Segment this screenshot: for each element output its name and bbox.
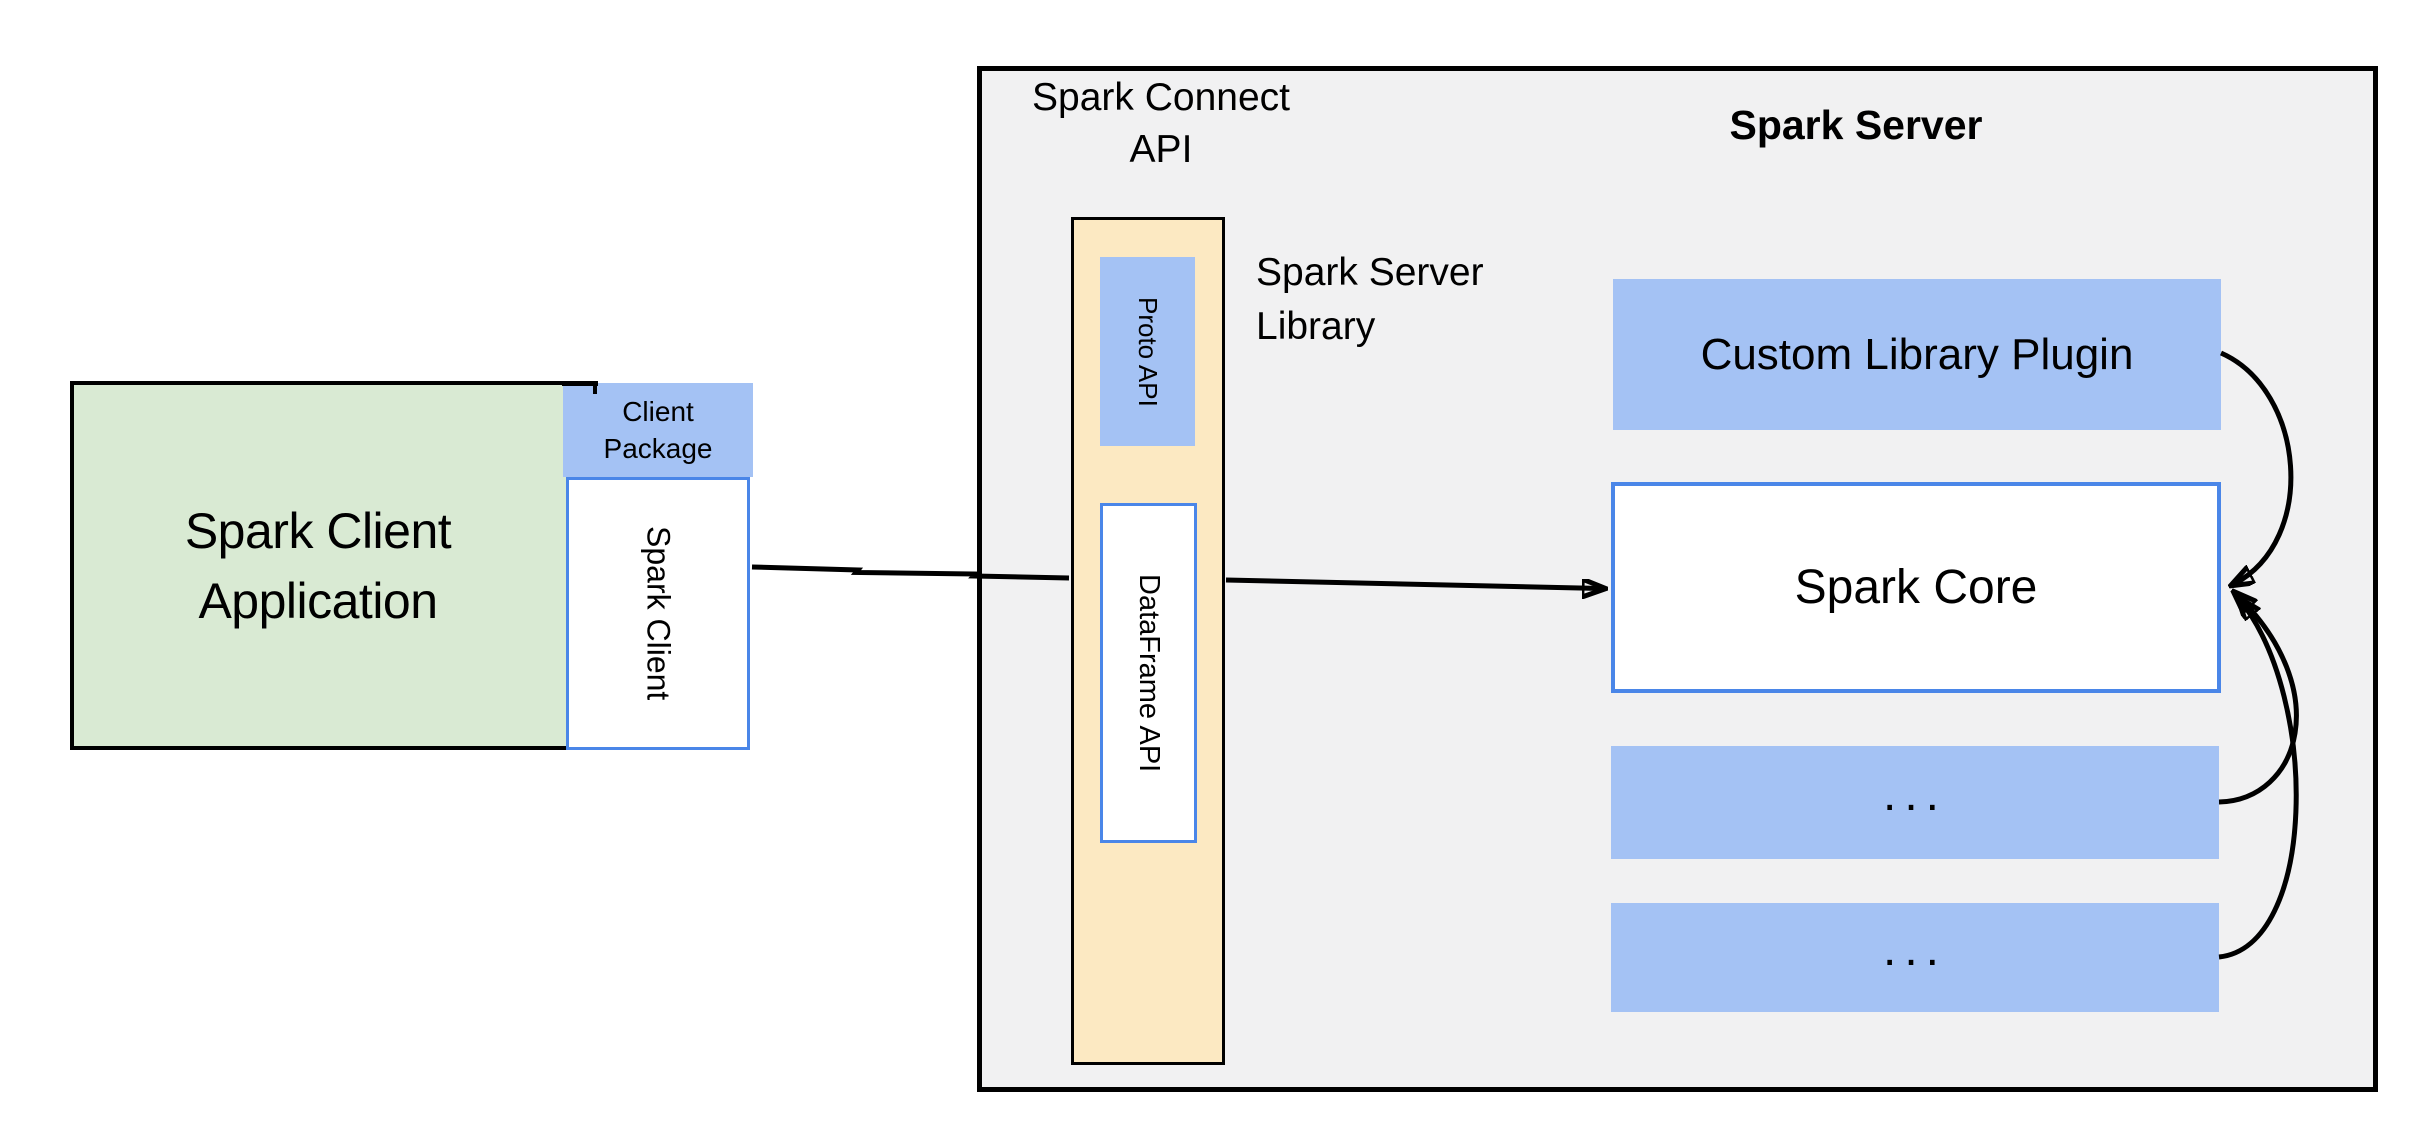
spark-connect-api-label: Spark Connect API	[1001, 72, 1321, 176]
green-box-top-border-overhang	[562, 381, 598, 386]
custom-library-plugin-label: Custom Library Plugin	[1700, 329, 2134, 379]
plugin-placeholder-1-label: ...	[1882, 767, 1947, 821]
spark-server-library-label-line1: Spark Server	[1256, 251, 1484, 294]
proto-api-box: Proto API	[1100, 257, 1195, 446]
client-package-box: Client Package	[563, 383, 753, 477]
spark-client-application-label-line2: Application	[198, 572, 438, 629]
spark-connect-api-label-line1: Spark Connect	[1032, 76, 1290, 119]
spark-core-label: Spark Core	[1794, 561, 2038, 614]
client-package-label-line2: Package	[603, 433, 713, 464]
client-package-label-line1: Client	[622, 396, 694, 427]
spark-client-application-label-line1: Spark Client	[184, 502, 452, 559]
plugin-placeholder-box-1: ...	[1611, 746, 2219, 859]
spark-server-title: Spark Server	[1729, 102, 1983, 148]
dataframe-api-box: DataFrame API	[1100, 503, 1197, 843]
plugin-placeholder-box-2: ...	[1611, 903, 2219, 1012]
plugin-placeholder-2-label: ...	[1882, 922, 1947, 976]
spark-connect-api-label-line2: API	[1129, 128, 1193, 171]
proto-api-label: Proto API	[1133, 296, 1163, 407]
spark-server-library-label: Spark Server Library	[1256, 246, 1616, 354]
green-box-border-tick	[593, 381, 597, 394]
spark-client-application-box	[70, 381, 566, 750]
spark-client-label: Spark Client	[640, 526, 677, 701]
spark-server-library-label-line2: Library	[1256, 305, 1376, 348]
spark-core-box: Spark Core	[1611, 482, 2221, 693]
dataframe-api-label: DataFrame API	[1133, 573, 1165, 773]
spark-client-box: Spark Client	[566, 477, 750, 750]
custom-library-plugin-box: Custom Library Plugin	[1613, 279, 2221, 430]
spark-client-application-label: Spark Client Application	[74, 381, 562, 750]
